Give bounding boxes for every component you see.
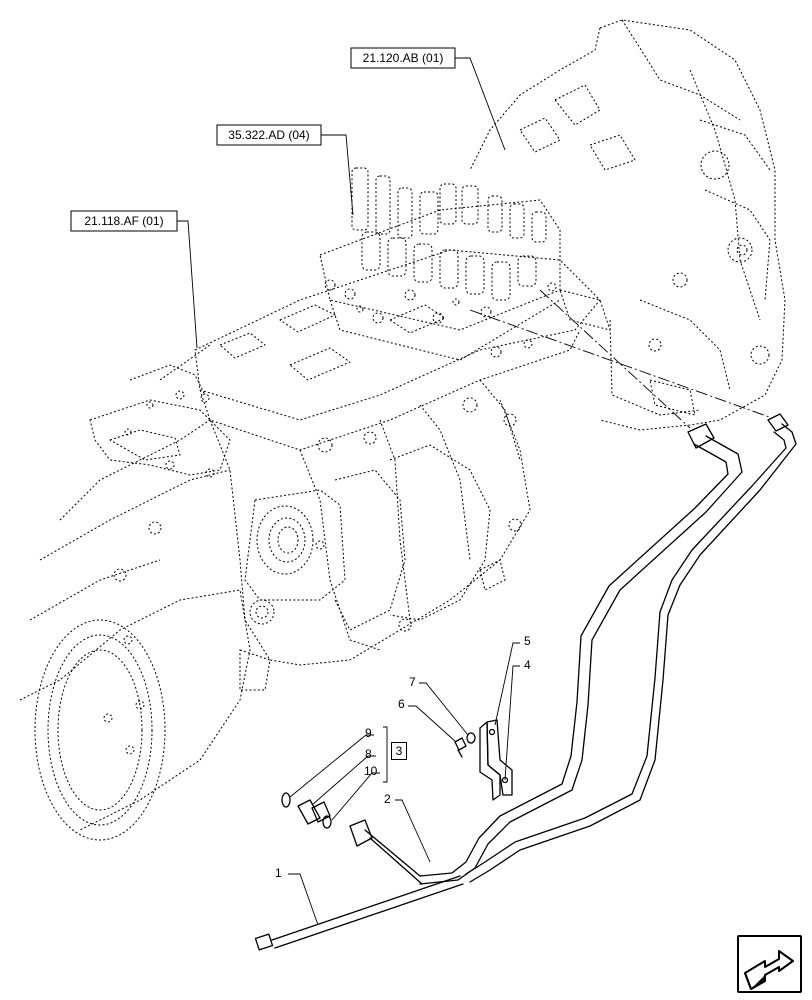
reference-21-120[interactable]: 21.120.AB (01) bbox=[362, 51, 444, 65]
transmission-housing bbox=[19, 19, 786, 841]
reference-21-118-group bbox=[70, 210, 198, 349]
reference-21-120-group bbox=[350, 47, 506, 151]
pipe-part-1 bbox=[254, 875, 464, 951]
callout-3[interactable]: 3 bbox=[391, 742, 407, 760]
callout-7: 7 bbox=[409, 675, 416, 689]
bracket-parts-4-5 bbox=[479, 719, 513, 801]
callout-10: 10 bbox=[364, 764, 378, 778]
callout-8: 8 bbox=[365, 747, 372, 761]
fitting-parts-8-9-10 bbox=[281, 792, 332, 829]
callout-9: 9 bbox=[365, 726, 372, 740]
reference-35-322-group bbox=[216, 124, 354, 216]
callout-5: 5 bbox=[524, 634, 531, 648]
callout-leaders bbox=[288, 642, 520, 926]
reference-21-118[interactable]: 21.118.AF (01) bbox=[84, 214, 164, 228]
callout-6: 6 bbox=[398, 697, 405, 711]
next-page-button[interactable] bbox=[737, 935, 802, 993]
reference-35-322[interactable]: 35.322.AD (04) bbox=[228, 128, 310, 142]
callout-1: 1 bbox=[275, 866, 282, 880]
next-page-arrow-icon bbox=[744, 950, 794, 990]
pipe-part-2 bbox=[349, 413, 797, 885]
bolt-parts-6-7 bbox=[454, 732, 476, 758]
callout-4: 4 bbox=[524, 658, 531, 672]
callout-2: 2 bbox=[384, 792, 391, 806]
valve-block bbox=[319, 167, 561, 361]
